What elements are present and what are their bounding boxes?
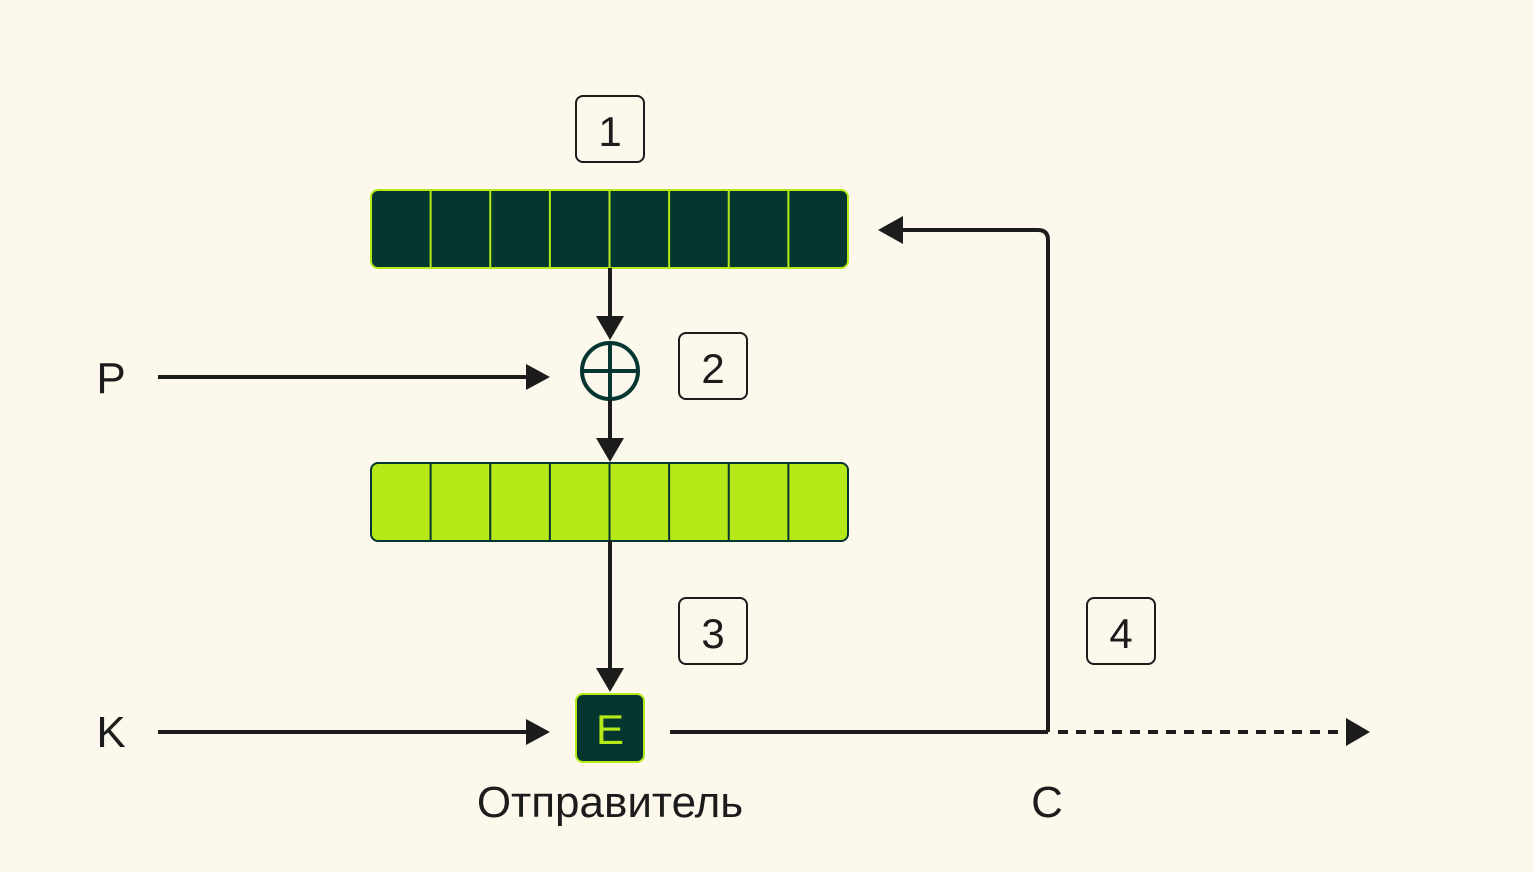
step-badge-4: 4 (1086, 597, 1156, 665)
arrowhead-key (526, 719, 550, 745)
arrowhead-register-to-xor (596, 316, 624, 340)
step-badge-1-label: 1 (598, 108, 621, 155)
step-badge-3: 3 (678, 597, 748, 665)
plaintext-label: P (96, 354, 125, 403)
top-register (370, 189, 849, 269)
step-badge-1: 1 (575, 95, 645, 163)
key-label: K (96, 708, 125, 757)
step-badge-2-label: 2 (701, 345, 724, 392)
arrowhead-plaintext (526, 364, 550, 390)
xor-icon (580, 341, 640, 401)
encrypt-block: E (575, 693, 645, 763)
bottom-register (370, 462, 849, 542)
arrowhead-output (1346, 718, 1370, 746)
sender-label: Отправитель (477, 778, 743, 827)
step-badge-4-label: 4 (1109, 610, 1132, 657)
arrowhead-xor-to-register (596, 438, 624, 462)
step-badge-2: 2 (678, 332, 748, 400)
encrypt-block-label: E (596, 706, 624, 753)
feedback-path (900, 228, 1050, 732)
step-badge-3-label: 3 (701, 610, 724, 657)
arrowhead-register-to-encrypt (596, 668, 624, 692)
arrowhead-feedback (878, 216, 903, 244)
ciphertext-label: C (1031, 778, 1063, 827)
